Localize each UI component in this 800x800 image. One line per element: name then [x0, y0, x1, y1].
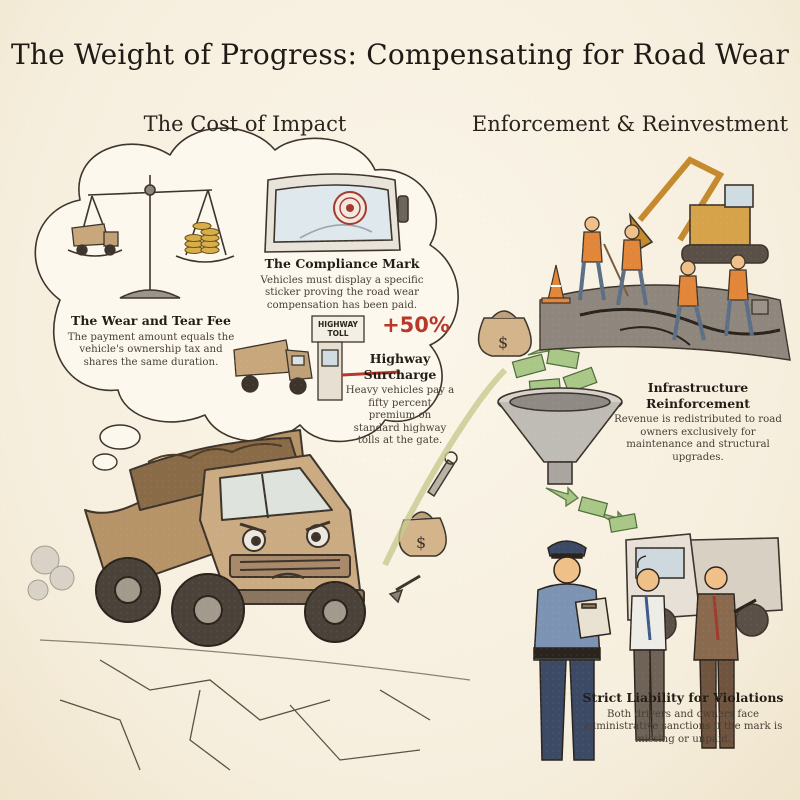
toll-sign-label: HIGHWAY TOLL — [314, 320, 362, 338]
liability-body: Both drivers and owners face administrat… — [575, 709, 791, 746]
surcharge-caption: Highway Surcharge Heavy vehicles pay a f… — [345, 351, 455, 447]
wear-fee-body: The payment amount equals the vehicle's … — [62, 332, 240, 369]
wear-fee-caption: The Wear and Tear Fee The payment amount… — [62, 313, 240, 369]
infrastructure-heading: Infrastructure Reinforcement — [608, 380, 788, 411]
infrastructure-caption: Infrastructure Reinforcement Revenue is … — [608, 380, 788, 464]
wear-fee-heading: The Wear and Tear Fee — [62, 313, 240, 329]
page-title: The Weight of Progress: Compensating for… — [0, 38, 800, 71]
surcharge-heading: Highway Surcharge — [345, 351, 455, 382]
compliance-heading: The Compliance Mark — [242, 256, 442, 272]
section-title-cost: The Cost of Impact — [100, 112, 390, 136]
surcharge-percentage: +50% — [370, 313, 462, 337]
liability-heading: Strict Liability for Violations — [575, 690, 791, 706]
infrastructure-body: Revenue is redistributed to road owners … — [608, 414, 788, 464]
section-title-enforcement: Enforcement & Reinvestment — [470, 112, 790, 136]
compliance-caption: The Compliance Mark Vehicles must displa… — [242, 256, 442, 312]
surcharge-body: Heavy vehicles pay a fifty percent premi… — [345, 385, 455, 447]
compliance-body: Vehicles must display a specific sticker… — [242, 275, 442, 312]
liability-caption: Strict Liability for Violations Both dri… — [575, 690, 791, 746]
